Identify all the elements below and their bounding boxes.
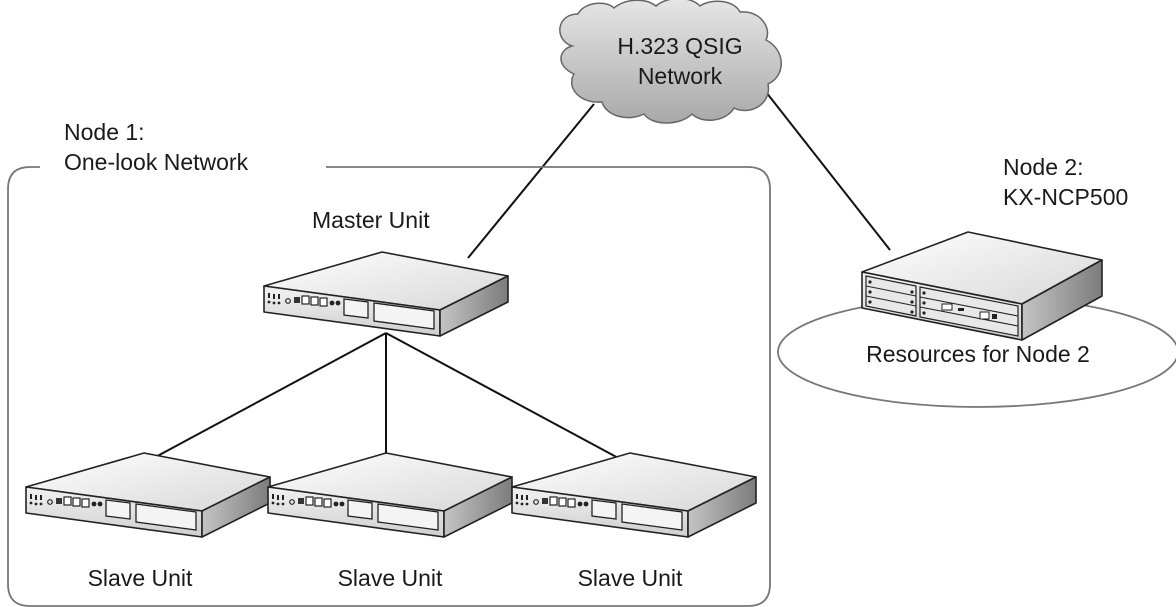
link-cloud-node2 — [765, 91, 891, 251]
slave-unit-label-2: Slave Unit — [337, 565, 443, 591]
slave-unit-label-1: Slave Unit — [87, 565, 193, 591]
node2-label-line1: Node 2: — [1003, 154, 1084, 180]
slave-unit-device-3 — [511, 452, 757, 538]
master-unit-label: Master Unit — [312, 207, 430, 233]
cloud-icon — [559, 0, 782, 124]
slave-unit-device-1 — [25, 452, 271, 538]
link-master-slave-3 — [385, 332, 623, 461]
cloud-label: H.323 QSIG Network — [600, 31, 760, 91]
cloud-label-line2: Network — [637, 63, 723, 89]
node2-label: Node 2: KX-NCP500 — [1003, 152, 1128, 212]
master-unit-device — [263, 251, 509, 337]
node2-resources-label: Resources for Node 2 — [866, 341, 1090, 367]
cloud-label-line1: H.323 QSIG — [617, 33, 743, 59]
link-master-slave-1 — [149, 332, 387, 461]
link-master-cloud — [467, 103, 595, 259]
node1-label: Node 1: One-look Network — [64, 117, 248, 177]
slave-unit-device-2 — [267, 452, 513, 538]
node1-boundary — [7, 166, 771, 607]
node1-label-line2: One-look Network — [64, 149, 249, 175]
node2-label-line2: KX-NCP500 — [1003, 184, 1129, 210]
node1-label-line1: Node 1: — [64, 119, 145, 145]
slave-unit-label-3: Slave Unit — [577, 565, 683, 591]
